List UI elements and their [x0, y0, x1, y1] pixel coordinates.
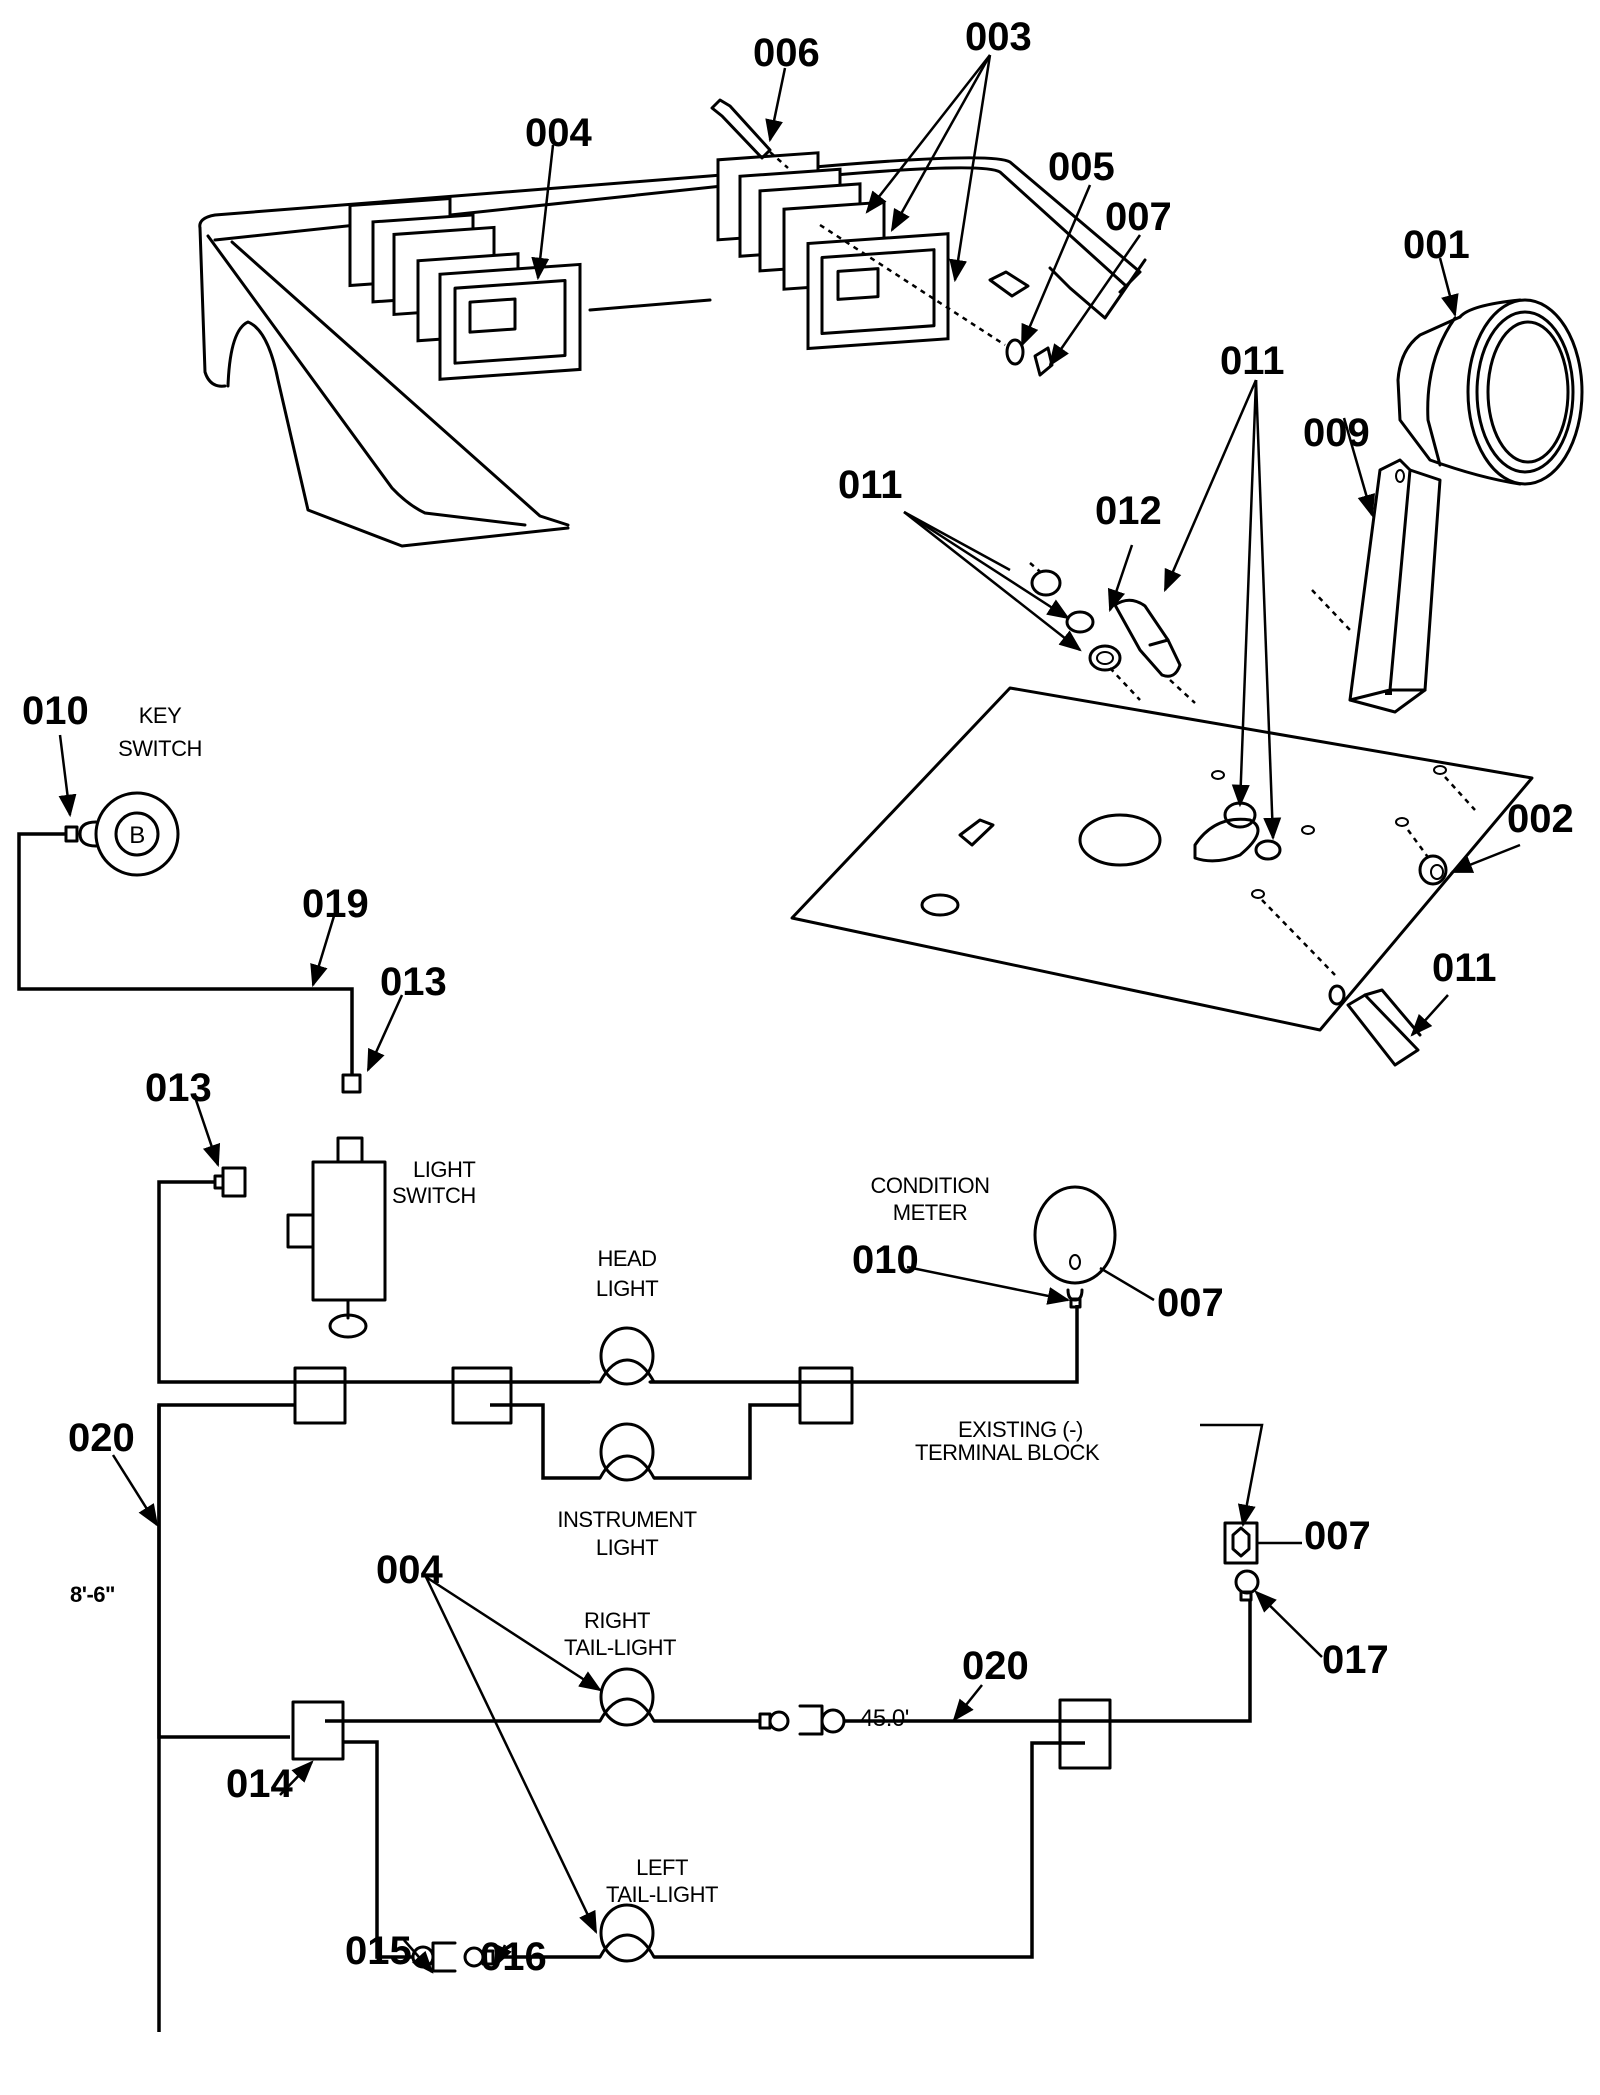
- bolt-006: [710, 98, 789, 169]
- part-label-005: 005: [1048, 145, 1115, 189]
- gauge-stack-right: [716, 151, 950, 351]
- condition-meter-label-line1: CONDITION: [871, 1173, 990, 1198]
- condition-meter: CONDITION METER: [871, 1173, 1117, 1309]
- part-label-014: 014: [226, 1762, 293, 1806]
- part-label-020: 020: [68, 1416, 135, 1460]
- head-light: HEAD LIGHT: [588, 1246, 659, 1386]
- wire-020-vertical: [157, 1405, 290, 1739]
- part-label-001: 001: [1403, 223, 1470, 267]
- part-label-007: 007: [1304, 1514, 1371, 1558]
- dimension-horizontal-run: 45.0': [860, 1705, 909, 1732]
- part-label-012: 012: [1095, 489, 1162, 533]
- wire-instrument-loop: [490, 1403, 800, 1480]
- terminal-block-label-line2: TERMINAL BLOCK: [915, 1440, 1100, 1465]
- wire-left-return: [654, 1741, 1085, 1959]
- left-tail-light: LEFT TAIL-LIGHT: [497, 1855, 719, 1963]
- connector-013-top: [341, 1073, 362, 1094]
- part-label-011: 011: [838, 463, 903, 507]
- left-tail-light-label-line2: TAIL-LIGHT: [606, 1882, 718, 1907]
- part-label-007: 007: [1157, 1281, 1224, 1325]
- part-label-011: 011: [1220, 339, 1285, 383]
- key-switch-label-line1: KEY: [139, 703, 182, 728]
- part-label-013: 013: [145, 1066, 212, 1110]
- instrument-light-label-line1: INSTRUMENT: [557, 1507, 696, 1532]
- wire-left-branch: [343, 1740, 412, 1959]
- mounting-plate: [790, 686, 1534, 1032]
- instrument-light: INSTRUMENT LIGHT: [557, 1422, 697, 1560]
- right-tail-light: RIGHT TAIL-LIGHT: [564, 1608, 677, 1727]
- left-tail-light-label-line1: LEFT: [636, 1855, 688, 1880]
- dimension-vertical-run: 8'-6": [70, 1582, 115, 1607]
- splice-block: [451, 1366, 513, 1425]
- part-label-013: 013: [380, 960, 447, 1004]
- condition-meter-label-line2: METER: [893, 1200, 968, 1225]
- leaders-wiring: [58, 734, 1323, 1974]
- connector-pair-right: [758, 1704, 846, 1736]
- leaders-exploded: [531, 54, 1521, 1037]
- part-label-004: 004: [376, 1548, 443, 1592]
- part-labels-wiring: 010 019 013 013 010 007 020 007 004 020 …: [22, 689, 1389, 1979]
- terminal-block: EXISTING (-) TERMINAL BLOCK: [915, 1417, 1264, 1602]
- part-label-019: 019: [302, 882, 369, 926]
- splice-block: [1058, 1698, 1112, 1770]
- gauge-stack-left: [348, 196, 582, 381]
- part-label-009: 009: [1303, 411, 1370, 455]
- part-label-017: 017: [1322, 1638, 1389, 1682]
- wire-019: [17, 832, 354, 1075]
- splice-block-014: [291, 1700, 345, 1761]
- splice-block: [798, 1366, 854, 1425]
- switch-011-bottom: [1328, 984, 1422, 1067]
- wiring-diagram: B KEY SWITCH LIGHT SWITCH: [17, 689, 1389, 2032]
- wire-020-return: [157, 1403, 295, 2032]
- part-label-010: 010: [852, 1238, 919, 1282]
- part-label-010: 010: [22, 689, 89, 733]
- wire-head-to-meter: [650, 1305, 1079, 1384]
- light-switch-label-line2: SWITCH: [392, 1183, 476, 1208]
- nut-002: [1418, 854, 1448, 886]
- instrument-light-label-line2: LIGHT: [596, 1535, 658, 1560]
- connector-013-left: [221, 1166, 247, 1198]
- connector-013-left-tab: [213, 1174, 225, 1190]
- part-label-020: 020: [962, 1644, 1029, 1688]
- part-label-006: 006: [753, 31, 820, 75]
- wire-020-45ft: [844, 1600, 1252, 1723]
- splice-block: [293, 1366, 347, 1425]
- key-switch-label-line2: SWITCH: [118, 736, 202, 761]
- key-switch: B KEY SWITCH: [64, 703, 202, 877]
- light-switch: LIGHT SWITCH: [286, 1136, 476, 1339]
- part-label-007: 007: [1105, 195, 1172, 239]
- part-label-004: 004: [525, 111, 592, 155]
- part-label-003: 003: [965, 15, 1032, 59]
- light-switch-label-line1: LIGHT: [413, 1157, 475, 1182]
- part-label-002: 002: [1507, 797, 1574, 841]
- key-switch-symbol: B: [129, 822, 145, 849]
- right-tail-light-label-line1: RIGHT: [584, 1608, 650, 1633]
- head-light-label-line2: LIGHT: [596, 1276, 658, 1301]
- right-tail-light-label-line2: TAIL-LIGHT: [564, 1635, 676, 1660]
- part-label-015: 015: [345, 1929, 412, 1973]
- terminal-block-label-line1: EXISTING (-): [958, 1417, 1083, 1442]
- bracket-009: [1311, 458, 1442, 714]
- head-light-label-line1: HEAD: [597, 1246, 656, 1271]
- part-label-011: 011: [1432, 946, 1497, 990]
- wire-upper-loop: [157, 1180, 590, 1384]
- part-labels-exploded: 006 003 004 005 007 001 011 009 011 012 …: [525, 15, 1574, 990]
- light-001: [1396, 298, 1584, 486]
- part-label-016: 016: [480, 1935, 547, 1979]
- dashboard-shroud: [198, 156, 1147, 548]
- exploded-view: 006 003 004 005 007 001 011 009 011 012 …: [198, 15, 1584, 1067]
- switch-012: [1029, 562, 1196, 704]
